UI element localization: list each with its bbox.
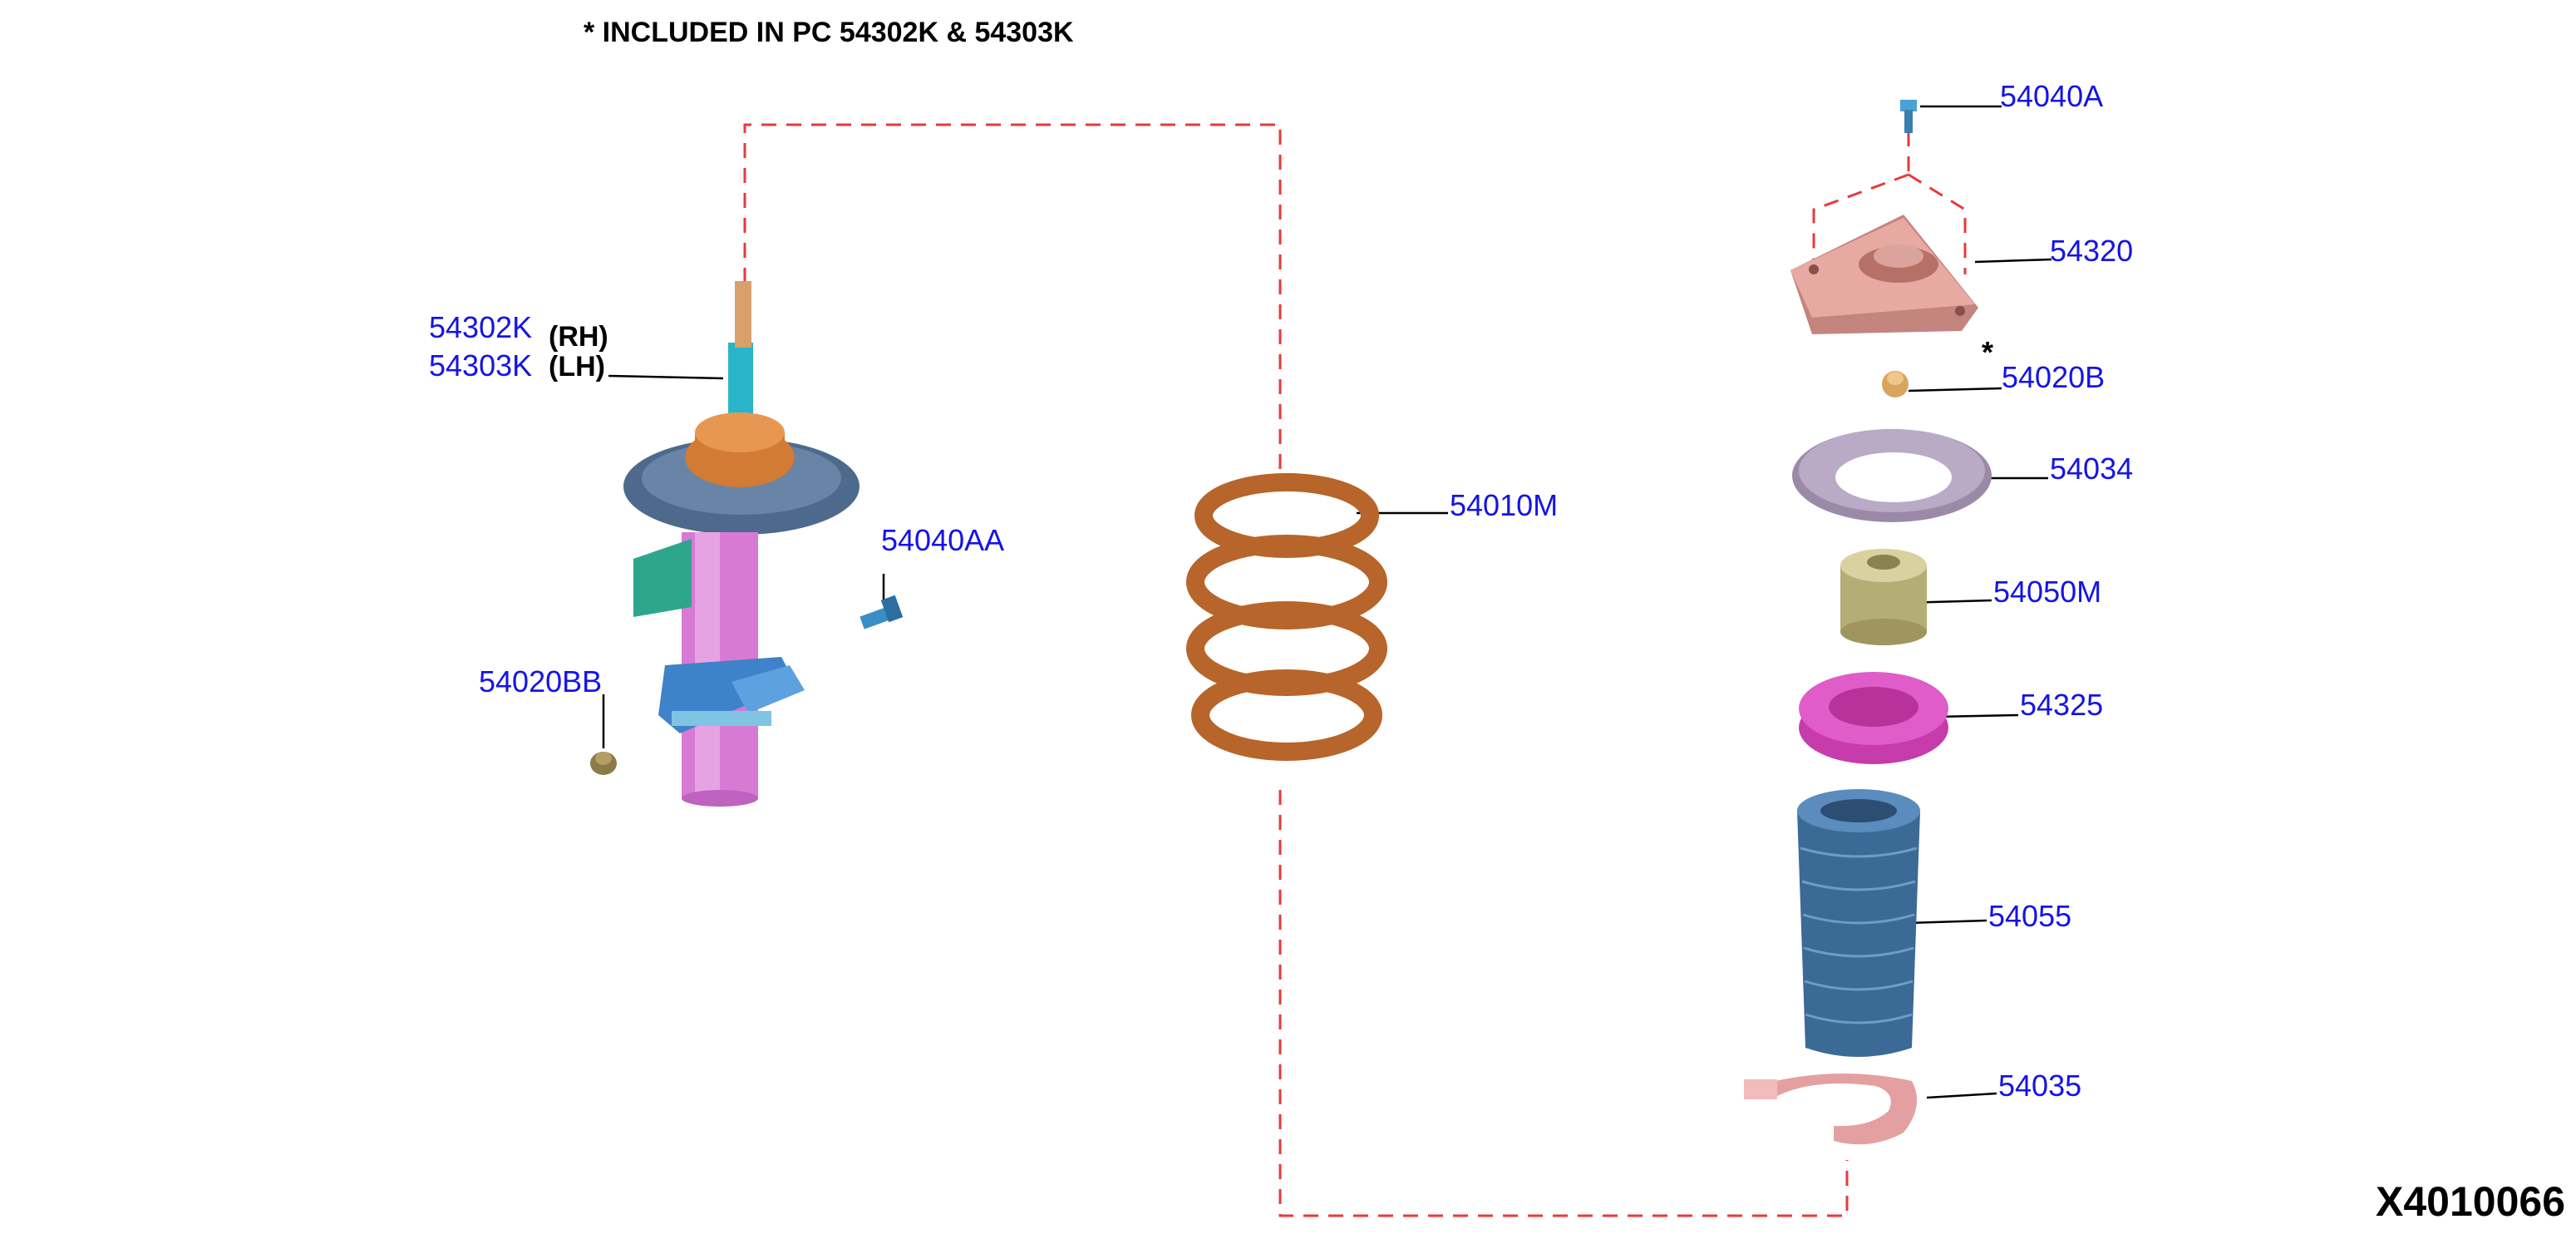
spring-pad-icon bbox=[1744, 1074, 1918, 1145]
part-number-54302K[interactable]: 54302K bbox=[429, 310, 533, 344]
strut-mount-icon bbox=[1790, 215, 1978, 334]
part-number-54040AA[interactable]: 54040AA bbox=[881, 523, 1005, 557]
assembly-dashed-lines bbox=[743, 106, 1967, 1217]
strut-assembly-icon bbox=[623, 281, 859, 807]
part-number-54050M[interactable]: 54050M bbox=[1993, 575, 2102, 609]
bolt-icon bbox=[859, 595, 904, 629]
part-number-54040A[interactable]: 54040A bbox=[2000, 79, 2104, 113]
coil-spring-icon bbox=[1186, 473, 1387, 761]
bearing-icon bbox=[1840, 549, 1927, 645]
side-label-rh: (RH) bbox=[549, 321, 608, 353]
header-note: * INCLUDED IN PC 54302K & 54303K bbox=[584, 17, 1074, 48]
part-number-54055[interactable]: 54055 bbox=[1988, 899, 2072, 933]
side-label-lh: (LH) bbox=[549, 351, 605, 383]
part-number-54020BB[interactable]: 54020BB bbox=[479, 664, 603, 698]
mount-nut-icon bbox=[1882, 371, 1909, 397]
dust-boot-icon bbox=[1797, 789, 1920, 1057]
asterisk-mark: * bbox=[1982, 335, 1994, 369]
part-number-54010M[interactable]: 54010M bbox=[1450, 488, 1559, 522]
part-number-54020B[interactable]: 54020B bbox=[2002, 360, 2106, 394]
leader-lines bbox=[602, 105, 2052, 1099]
bump-stopper-icon bbox=[1799, 672, 1948, 764]
part-number-54035[interactable]: 54035 bbox=[1998, 1069, 2082, 1103]
part-number-54325[interactable]: 54325 bbox=[2020, 688, 2104, 722]
part-number-54303K[interactable]: 54303K bbox=[429, 348, 533, 383]
part-number-54034[interactable]: 54034 bbox=[2050, 452, 2134, 486]
top-bolt-icon bbox=[1900, 100, 1917, 133]
nut-icon bbox=[590, 752, 617, 775]
part-number-54320[interactable]: 54320 bbox=[2050, 234, 2134, 268]
bearing-plate-icon bbox=[1792, 429, 1992, 522]
diagram-code: X4010066 bbox=[2376, 1178, 2566, 1225]
